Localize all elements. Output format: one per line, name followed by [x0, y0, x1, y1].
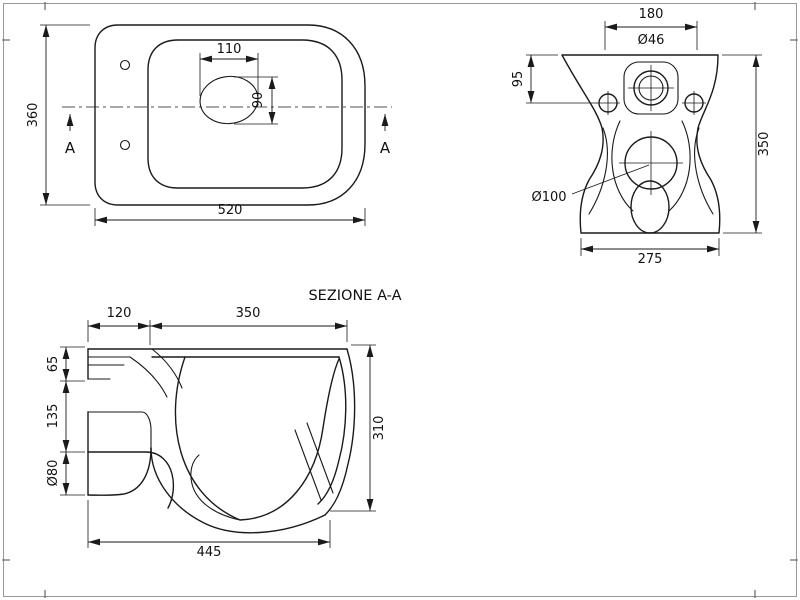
plan-dimensions: 360 520 110 90 A A: [26, 24, 391, 226]
rear-crease-left: [588, 127, 608, 215]
section-dimensions: 120 350 65 135 Ø80 310 445: [46, 306, 387, 560]
plan-water-spot: [199, 75, 259, 125]
sheet-border: [3, 3, 797, 597]
dim-label-rear-top-width: 180: [639, 7, 664, 22]
dim-label-hole-offset: 95: [511, 71, 526, 88]
outlet-leader-line: [571, 164, 650, 195]
plan-fixing-hole-top: [119, 59, 131, 71]
dim-label-section-outlet-diameter: Ø80: [46, 460, 61, 487]
dim-label-section-bowl-depth: 350: [236, 306, 261, 321]
dim-label-section-length: 445: [197, 545, 222, 560]
rear-view: 180 Ø46 95 350 Ø100 275: [511, 7, 772, 267]
dim-label-back-depth: 120: [107, 306, 132, 321]
section-title: SEZIONE A-A: [308, 288, 401, 304]
plan-outer-outline: [94, 24, 366, 206]
dim-label-inlet-diameter: Ø46: [638, 33, 665, 48]
rear-inlet-plate: [623, 61, 679, 115]
dim-label-bowl-depth: 90: [251, 92, 266, 109]
dim-label-outlet-diameter: Ø100: [531, 190, 566, 205]
section-marker-left: A: [65, 139, 76, 157]
plan-view: 360 520 110 90 A A: [26, 24, 392, 226]
dim-label-plan-height: 360: [26, 103, 41, 128]
dim-label-bowl-width: 110: [217, 42, 242, 57]
dim-label-plan-width: 520: [218, 203, 243, 218]
crosshairs: [596, 65, 706, 195]
dim-label-rear-height: 350: [757, 132, 772, 157]
section-profile: [87, 348, 356, 534]
section-view: SEZIONE A-A: [46, 288, 402, 560]
dim-label-inlet-height: 65: [46, 356, 61, 373]
dim-label-section-height: 310: [372, 416, 387, 441]
plan-fixing-hole-bottom: [119, 139, 131, 151]
section-marker-right: A: [380, 139, 391, 157]
rear-trap-oval: [630, 180, 670, 234]
dim-label-rear-bottom-width: 275: [638, 252, 663, 267]
rear-dimensions: 180 Ø46 95 350 Ø100 275: [511, 7, 772, 267]
rear-crease-right: [694, 127, 714, 215]
rear-bell-left: [611, 120, 634, 212]
plan-rim-outline: [147, 39, 343, 189]
dim-label-outlet-center: 135: [46, 404, 61, 429]
rear-bell-right: [668, 120, 691, 212]
